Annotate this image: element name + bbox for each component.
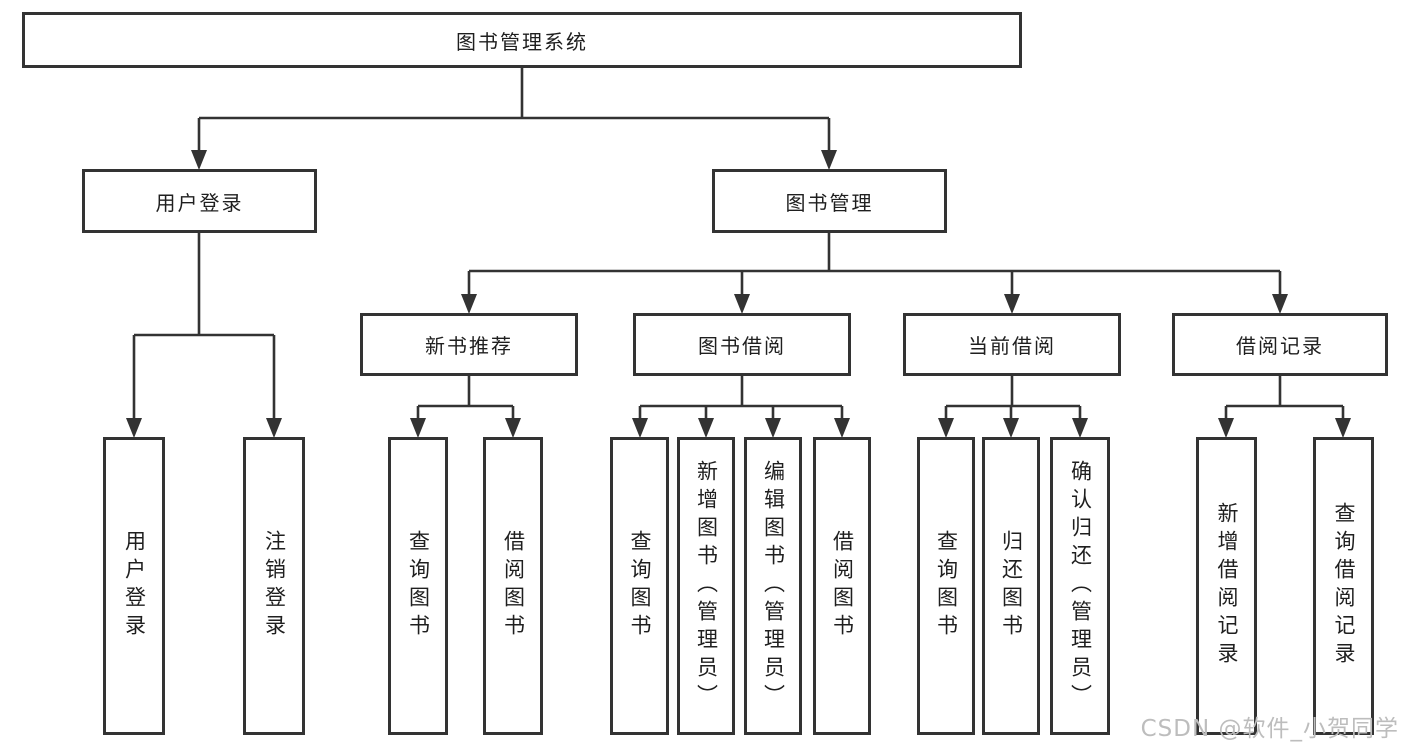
leaf-nb-query-books: 查询图书	[388, 437, 448, 735]
node-book-borrowing: 图书借阅	[633, 313, 851, 376]
node-book-management: 图书管理	[712, 169, 947, 233]
node-current-borrowing: 当前借阅	[903, 313, 1121, 376]
leaf-br-add-record: 新增借阅记录	[1196, 437, 1257, 735]
leaf-cb-confirm-return-admin: 确认归还（管理员）	[1050, 437, 1110, 735]
leaf-nb-borrow-books: 借阅图书	[483, 437, 543, 735]
leaf-br-query-record: 查询借阅记录	[1313, 437, 1374, 735]
leaf-bb-query-books: 查询图书	[610, 437, 669, 735]
leaf-cb-return-books: 归还图书	[982, 437, 1040, 735]
node-user-login: 用户登录	[82, 169, 317, 233]
leaf-bb-borrow-books: 借阅图书	[813, 437, 871, 735]
leaf-bb-add-books-admin: 新增图书（管理员）	[677, 437, 735, 735]
node-borrowing-records: 借阅记录	[1172, 313, 1388, 376]
node-new-book-recommend: 新书推荐	[360, 313, 578, 376]
leaf-user-login: 用户登录	[103, 437, 165, 735]
leaf-bb-edit-books-admin: 编辑图书（管理员）	[744, 437, 802, 735]
leaf-logout: 注销登录	[243, 437, 305, 735]
leaf-cb-query-books: 查询图书	[917, 437, 975, 735]
node-library-management-system: 图书管理系统	[22, 12, 1022, 68]
csdn-watermark: CSDN @软件_小贺同学	[1140, 716, 1399, 742]
